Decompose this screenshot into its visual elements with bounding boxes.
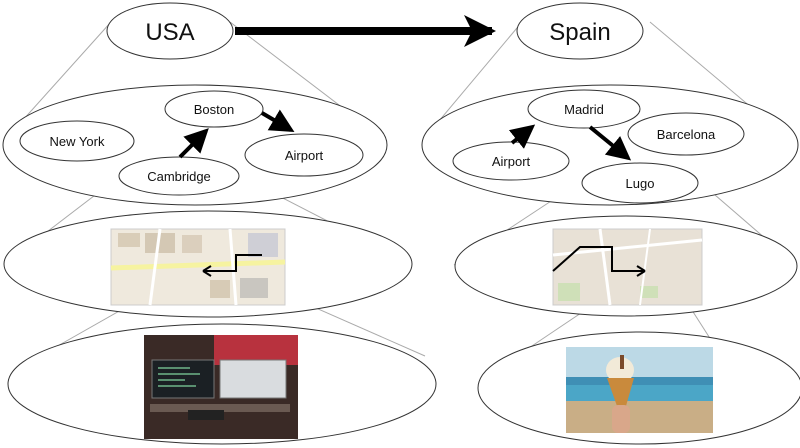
spain-photo-group bbox=[477, 331, 800, 445]
city-lugo-label: Lugo bbox=[626, 176, 655, 191]
city-new-york-label: New York bbox=[50, 134, 105, 149]
city-madrid-label: Madrid bbox=[564, 102, 604, 117]
madrid-to-lugo-arrow bbox=[588, 125, 632, 161]
city-airport-label-usa: Airport bbox=[285, 148, 324, 163]
country-usa: USA bbox=[106, 2, 234, 60]
map-tile-icon bbox=[110, 228, 286, 306]
spain-cities-group: Madrid Barcelona Airport Lugo bbox=[421, 84, 799, 206]
city-barcelona-label: Barcelona bbox=[657, 127, 716, 142]
cambridge-to-boston-arrow bbox=[178, 128, 209, 159]
city-airport-label-spain: Airport bbox=[492, 154, 531, 169]
boston-to-airport-arrow bbox=[260, 109, 295, 133]
country-usa-label: USA bbox=[145, 19, 194, 46]
usa-map-group bbox=[3, 210, 413, 318]
workstation-photo-icon bbox=[144, 335, 298, 439]
city-cambridge-label: Cambridge bbox=[147, 169, 211, 184]
ice-cream-photo-icon bbox=[566, 347, 713, 433]
airport-to-madrid-arrow bbox=[508, 124, 536, 149]
city-boston-label: Boston bbox=[194, 102, 234, 117]
usa-cities-group: New York Boston Airport Cambridge bbox=[2, 84, 388, 206]
map-tile-icon bbox=[552, 228, 703, 306]
usa-photo-group bbox=[7, 323, 437, 445]
spain-map-group bbox=[454, 215, 798, 317]
country-spain-label: Spain bbox=[549, 19, 610, 46]
country-spain: Spain bbox=[516, 2, 644, 60]
